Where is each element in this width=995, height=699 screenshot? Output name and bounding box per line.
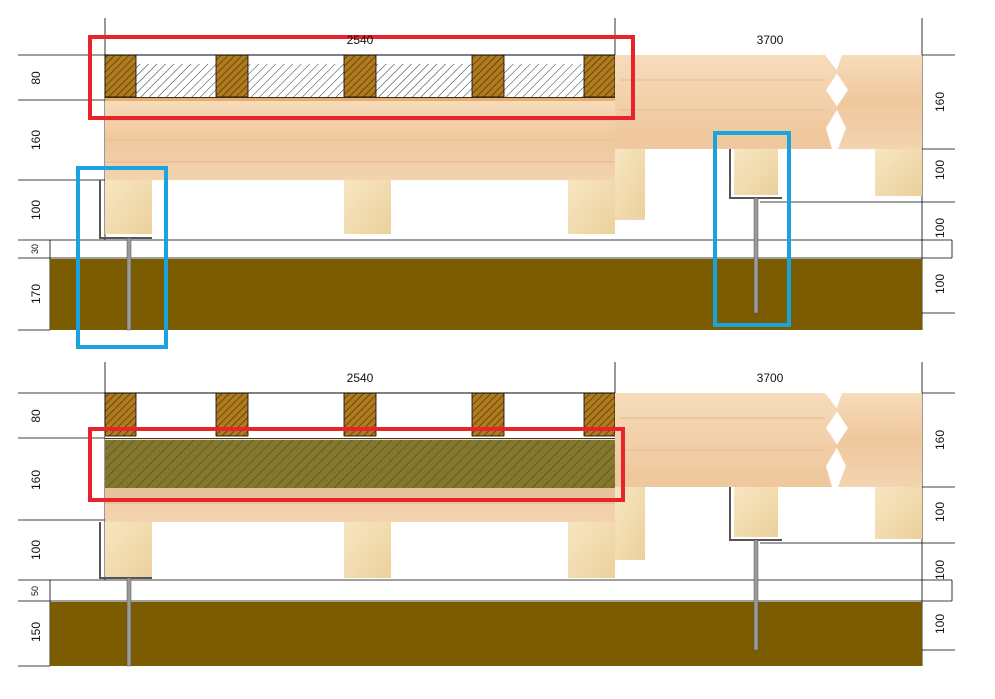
post <box>568 522 615 578</box>
post <box>734 149 778 195</box>
support-block <box>615 487 645 560</box>
joist <box>215 54 249 98</box>
right-beam-end <box>836 393 922 487</box>
dim-left: 100 <box>29 200 43 220</box>
post <box>344 522 391 578</box>
dim-left: 100 <box>29 540 43 560</box>
dim-right-span: 3700 <box>757 371 784 385</box>
post <box>105 522 152 578</box>
post <box>734 487 778 537</box>
insulation <box>248 64 344 97</box>
right-beam <box>615 393 838 560</box>
dim-left: 150 <box>29 622 43 642</box>
dim-top-span: 2540 <box>347 371 374 385</box>
dim-left: 170 <box>29 284 43 304</box>
dim-left: 30 <box>30 244 40 254</box>
steel-anchor <box>126 577 132 667</box>
insulation <box>136 64 216 97</box>
steel-bracket <box>729 487 782 541</box>
dim-right: 100 <box>933 614 947 634</box>
upper-diagram: 2540 3700 80 160 100 30 170 160 100 100 … <box>18 18 955 349</box>
highlight-blue <box>76 166 168 349</box>
dim-right: 100 <box>933 502 947 522</box>
joist <box>471 54 505 98</box>
right-beam <box>615 55 838 220</box>
post <box>568 180 615 234</box>
dim-right: 160 <box>933 430 947 450</box>
dim-right: 100 <box>933 218 947 238</box>
dim-right: 160 <box>933 92 947 112</box>
ground-slab <box>50 602 922 666</box>
post <box>875 149 922 196</box>
joist <box>583 54 616 98</box>
post <box>344 180 391 234</box>
joist <box>104 54 137 98</box>
hatched-beam-layer <box>105 440 615 488</box>
dim-right-span: 3700 <box>757 33 784 47</box>
insulation <box>504 64 584 97</box>
steel-bracket <box>99 522 152 579</box>
highlight-red <box>88 427 625 502</box>
steel-bracket <box>99 180 152 239</box>
dim-left: 160 <box>29 130 43 150</box>
steel-bracket <box>729 149 782 199</box>
dim-left: 80 <box>29 409 43 423</box>
steel-anchor <box>753 539 759 651</box>
dim-left: 80 <box>29 71 43 85</box>
steel-anchor <box>126 237 132 331</box>
steel-anchor <box>753 197 759 314</box>
right-beam-end <box>836 55 922 149</box>
dim-right: 100 <box>933 160 947 180</box>
ground-slab <box>50 259 922 330</box>
post <box>875 487 922 539</box>
dim-top-span: 2540 <box>347 33 374 47</box>
insulation <box>376 64 472 97</box>
support-block <box>615 149 645 217</box>
dim-right: 100 <box>933 560 947 580</box>
lower-diagram: 2540 3700 80 160 100 50 150 160 100 100 … <box>18 362 955 667</box>
dim-left: 160 <box>29 470 43 490</box>
dim-right: 100 <box>933 274 947 294</box>
highlight-red <box>88 35 635 120</box>
highlight-blue <box>713 131 791 327</box>
post <box>105 180 152 234</box>
joist <box>343 54 377 98</box>
dim-left: 50 <box>30 586 40 596</box>
